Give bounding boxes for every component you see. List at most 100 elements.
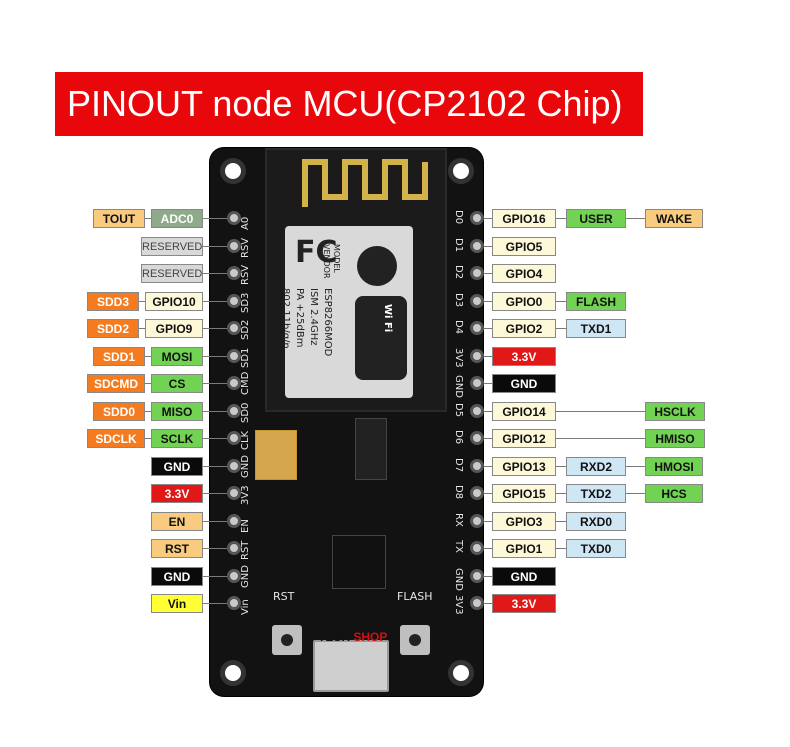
connector-line xyxy=(203,273,227,274)
pin-label: RESERVED xyxy=(141,236,203,256)
pin-label: HSCLK xyxy=(645,401,705,421)
connector-line xyxy=(556,328,566,329)
connector-line xyxy=(203,548,227,549)
connector-line xyxy=(484,520,492,522)
connector-line xyxy=(626,465,636,467)
pin-label: ADC0 xyxy=(151,209,203,228)
connector-line xyxy=(484,355,492,357)
connector-line xyxy=(484,575,492,577)
connector-line xyxy=(484,438,492,439)
pin-label: GND xyxy=(151,456,203,476)
connector-line xyxy=(484,493,492,494)
wifi-logo: Wi Fi xyxy=(382,304,393,333)
connector-line xyxy=(203,300,227,302)
pin-silk-label: Vin xyxy=(240,599,251,615)
connector-line xyxy=(556,438,566,439)
header-pin xyxy=(227,348,241,363)
connector-line xyxy=(484,603,492,604)
shield-model: ESP8266MOD xyxy=(322,288,333,357)
pin-silk-label: D3 xyxy=(453,292,464,307)
connector-line xyxy=(145,410,151,412)
header-pin xyxy=(227,568,241,583)
connector-line xyxy=(203,383,227,384)
connector-line xyxy=(145,218,151,219)
pin-label: RST xyxy=(151,539,203,558)
rst-button-label: RST xyxy=(273,590,295,603)
micro-usb-port xyxy=(313,640,389,692)
shield-line1: ISM 2.4GHz xyxy=(308,288,319,346)
header-pin xyxy=(470,568,484,583)
header-pin xyxy=(227,321,241,335)
connector-line xyxy=(484,273,492,274)
connector-line xyxy=(626,218,636,219)
header-pin xyxy=(227,513,241,528)
header-pin xyxy=(227,596,241,610)
header-pin xyxy=(470,403,484,418)
header-pin xyxy=(227,211,241,225)
shield-markings: FC xyxy=(295,235,407,380)
pin-label: USER xyxy=(566,209,626,228)
pin-label: SDD2 xyxy=(87,319,139,338)
page-title: PINOUT node MCU(CP2102 Chip) xyxy=(55,72,643,136)
connector-line xyxy=(556,520,566,522)
pin-silk-label: D4 xyxy=(453,320,464,335)
connector-line xyxy=(484,218,492,219)
connector-line xyxy=(145,438,151,439)
pin-silk-label: CMD xyxy=(240,371,251,395)
pin-label: GPIO3 xyxy=(492,511,556,531)
pin-silk-label: GND xyxy=(240,454,251,478)
pin-label: SDD3 xyxy=(87,291,139,311)
connector-line xyxy=(484,300,492,302)
flash-button[interactable] xyxy=(400,625,430,655)
pin-silk-label: RSV xyxy=(240,264,251,285)
connector-line xyxy=(145,383,151,384)
header-pin xyxy=(470,431,484,445)
header-pin xyxy=(470,348,484,363)
pin-silk-label: RSV xyxy=(240,237,251,258)
pin-label: GND xyxy=(492,374,556,393)
pin-label: GPIO14 xyxy=(492,401,556,421)
rst-button[interactable] xyxy=(272,625,302,655)
pin-silk-label: D8 xyxy=(453,485,464,500)
pin-silk-label: A0 xyxy=(240,216,251,230)
connector-line xyxy=(566,410,645,412)
header-pin xyxy=(227,431,241,445)
pin-label: GPIO10 xyxy=(145,291,203,311)
connector-line xyxy=(203,465,227,467)
pin-label: GPIO4 xyxy=(492,264,556,283)
connector-line xyxy=(556,218,566,219)
pin-label: GPIO5 xyxy=(492,236,556,256)
header-pin xyxy=(227,293,241,308)
connector-line xyxy=(203,438,227,439)
pin-label: HCS xyxy=(645,484,703,503)
connector-line xyxy=(203,218,227,219)
header-pin xyxy=(470,513,484,528)
pin-silk-label: D7 xyxy=(453,457,464,472)
header-pin xyxy=(470,376,484,390)
pin-silk-label: 3V3 xyxy=(240,485,251,505)
pin-label: TXD2 xyxy=(566,484,626,503)
pin-silk-label: 3V3 xyxy=(453,595,464,615)
connector-line xyxy=(484,383,492,384)
connector-line xyxy=(203,493,227,494)
connector-line xyxy=(203,603,227,604)
pin-label: SDD1 xyxy=(93,346,145,366)
mounting-hole xyxy=(220,158,246,184)
pin-silk-label: GND xyxy=(453,567,464,591)
connector-line xyxy=(566,438,645,439)
pin-label: RESERVED xyxy=(141,264,203,283)
connector-line xyxy=(484,328,492,329)
connector-line xyxy=(556,465,566,467)
pin-label: SCLK xyxy=(151,429,203,448)
header-pin xyxy=(227,486,241,500)
header-pin xyxy=(227,541,241,555)
shield-line2: PA +25dBm xyxy=(294,288,305,348)
pin-label: RXD0 xyxy=(566,511,626,531)
connector-line xyxy=(484,465,492,467)
pin-silk-label: GND xyxy=(453,375,464,398)
pin-label: TXD0 xyxy=(566,539,626,558)
antenna-trace-icon xyxy=(302,159,428,207)
pin-silk-label: D6 xyxy=(453,430,464,445)
pin-silk-label: D2 xyxy=(453,265,464,280)
pin-label: WAKE xyxy=(645,209,703,228)
